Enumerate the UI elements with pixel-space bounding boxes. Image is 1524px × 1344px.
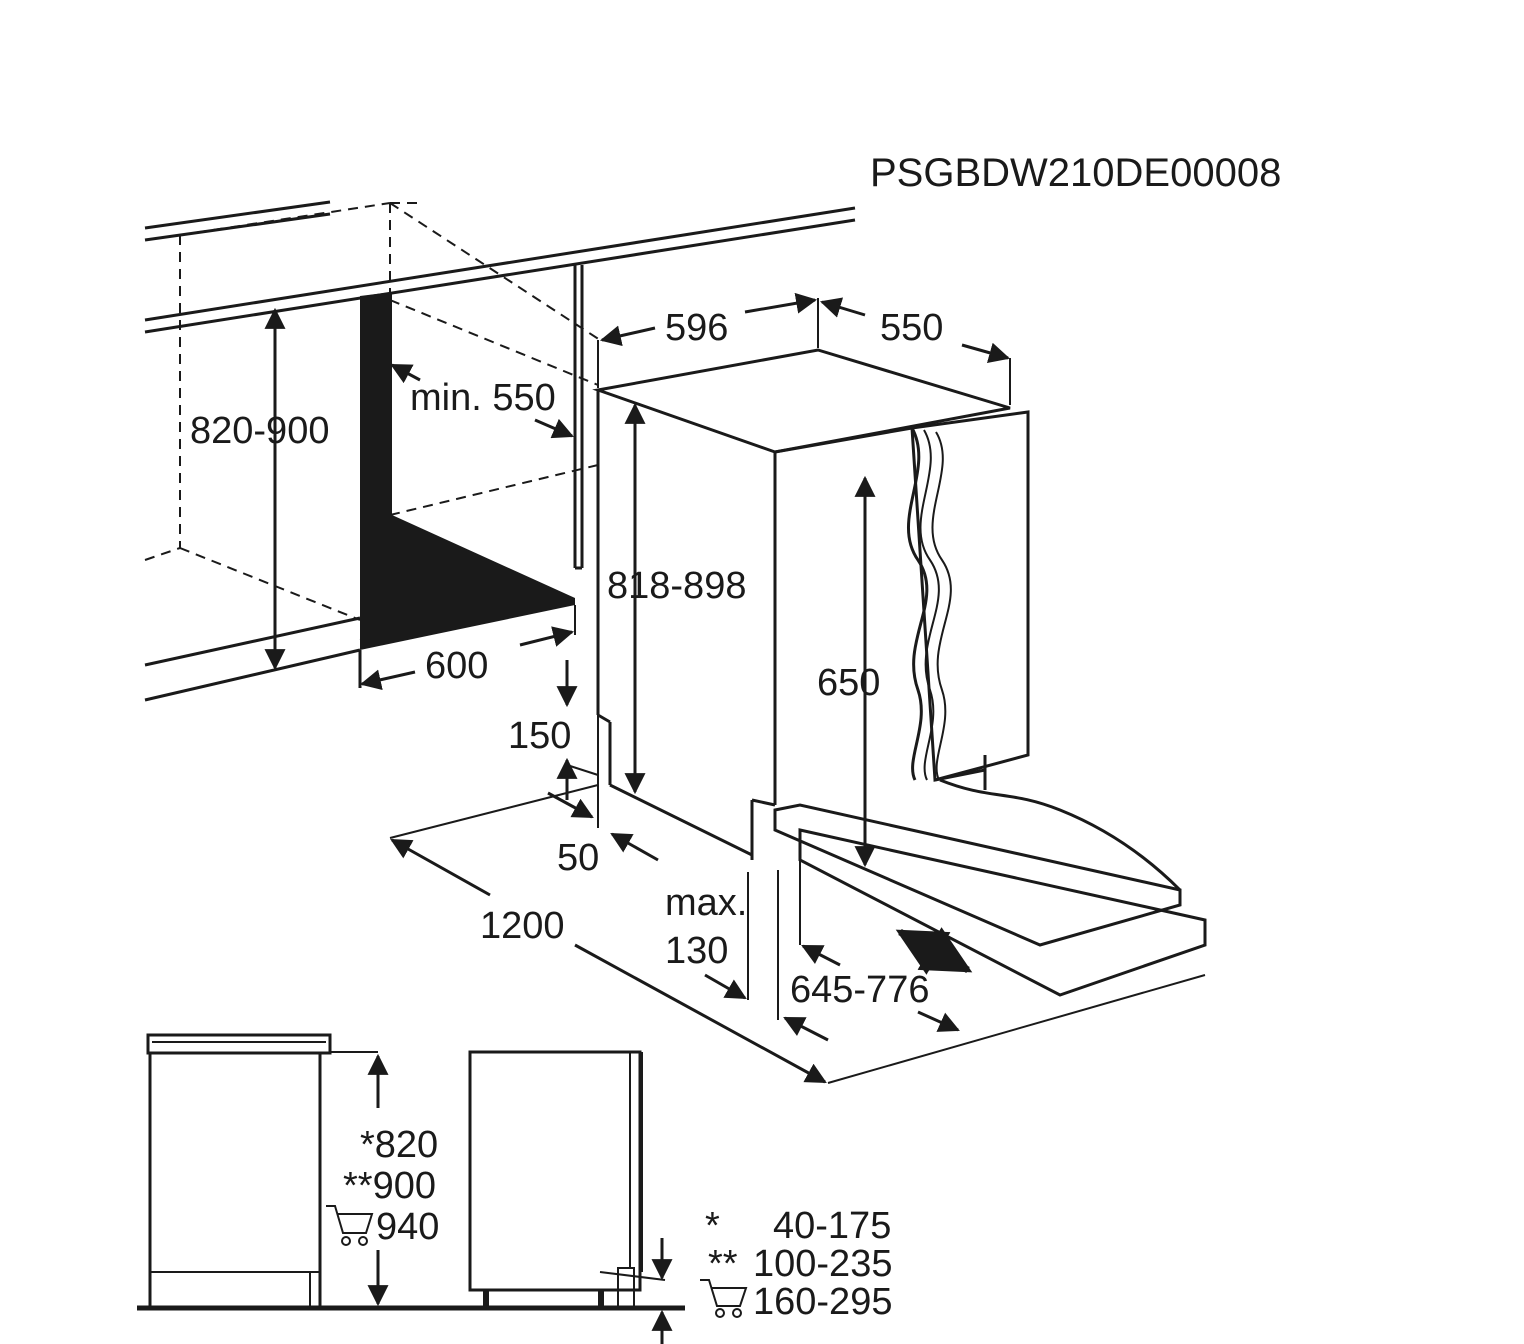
plinth-value-3: 160-295 xyxy=(753,1281,892,1323)
label-door-travel: 645-776 xyxy=(790,969,929,1011)
cart-icon xyxy=(326,1205,374,1246)
label-niche-height: 820-900 xyxy=(190,410,329,452)
label-plinth-max: max. xyxy=(665,882,747,924)
dimension-labels: 820-900 min. 550 600 596 550 818-898 650… xyxy=(190,307,943,1011)
plinth-value-1: 40-175 xyxy=(773,1205,891,1247)
label-total-depth: 1200 xyxy=(480,905,565,947)
label-niche-width: 600 xyxy=(425,645,488,687)
plinth-cart-icon xyxy=(700,1279,748,1318)
plinth-marker-2: ** xyxy=(708,1243,738,1285)
label-plinth-offset: 50 xyxy=(557,837,599,879)
dimension-lines xyxy=(264,292,1206,1084)
label-height-standard: *820 xyxy=(360,1124,438,1166)
side-view-diagram: *820 **900 940 xyxy=(137,1033,685,1344)
label-appliance-depth: 550 xyxy=(880,307,943,349)
plinth-value-2: 100-235 xyxy=(753,1243,892,1285)
label-plinth-height: 150 xyxy=(508,715,571,757)
label-niche-depth-min: min. 550 xyxy=(410,377,556,419)
niche-side-panel xyxy=(360,292,575,650)
label-appliance-height: 818-898 xyxy=(607,565,746,607)
label-appliance-width: 596 xyxy=(665,307,728,349)
model-code: PSGBDW210DE00008 xyxy=(870,151,1281,195)
label-plinth-max-value: 130 xyxy=(665,930,728,972)
dishwasher-body xyxy=(592,348,1207,997)
label-door-height: 650 xyxy=(817,662,880,704)
plinth-table: * 40-175 ** 100-235 160-295 xyxy=(700,1205,892,1323)
plinth-marker-1: * xyxy=(705,1205,720,1247)
label-height-cart: 940 xyxy=(376,1206,439,1248)
cabinet-niche xyxy=(144,200,856,702)
label-height-tall: **900 xyxy=(343,1165,436,1207)
